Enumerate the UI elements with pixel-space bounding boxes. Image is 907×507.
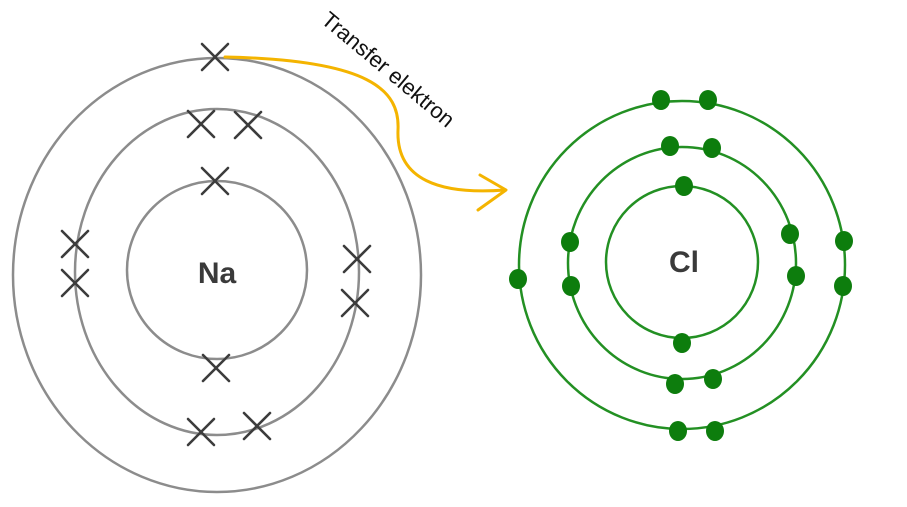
chlorine-electron-dot [661,136,679,156]
sodium-electron-cross-icon [201,353,231,383]
transfer-arrowhead-icon [476,173,508,212]
chlorine-electrons [509,90,853,441]
electron-transfer: Transfer elektron [223,7,508,212]
sodium-electron-cross-icon [233,110,263,140]
chlorine-electron-dot [699,90,717,110]
sodium-electrons [60,42,372,447]
chlorine-electron-dot [561,232,579,252]
chlorine-electron-dot [669,421,687,441]
chlorine-electron-dot [781,224,799,244]
sodium-electron-cross-icon [200,42,230,72]
sodium-electron-cross-icon [200,166,230,196]
chlorine-electron-dot [704,369,722,389]
chlorine-atom: Cl [509,90,853,441]
sodium-shell-1 [125,179,309,361]
sodium-electron-cross-icon [60,229,90,259]
sodium-shell-2 [73,107,361,437]
sodium-atom: Na [11,42,423,494]
chlorine-electron-dot [787,266,805,286]
chlorine-electron-dot [562,276,580,296]
chlorine-electron-dot [675,176,693,196]
chlorine-electron-dot [834,276,852,296]
sodium-electron-cross-icon [186,417,216,447]
chlorine-electron-dot [835,231,853,251]
sodium-electron-cross-icon [242,411,272,441]
transfer-arrow [223,55,507,193]
chlorine-electron-dot [666,374,684,394]
chlorine-electron-dot [509,269,527,289]
chlorine-electron-dot [703,138,721,158]
chlorine-electron-dot [673,333,691,353]
sodium-electron-cross-icon [342,244,372,274]
chlorine-electron-dot [652,90,670,110]
sodium-electron-cross-icon [186,109,216,139]
sodium-electron-cross-icon [340,288,370,318]
chlorine-electron-dot [706,421,724,441]
sodium-electron-cross-icon [60,268,90,298]
sodium-symbol: Na [198,257,237,290]
chlorine-symbol: Cl [669,246,699,279]
